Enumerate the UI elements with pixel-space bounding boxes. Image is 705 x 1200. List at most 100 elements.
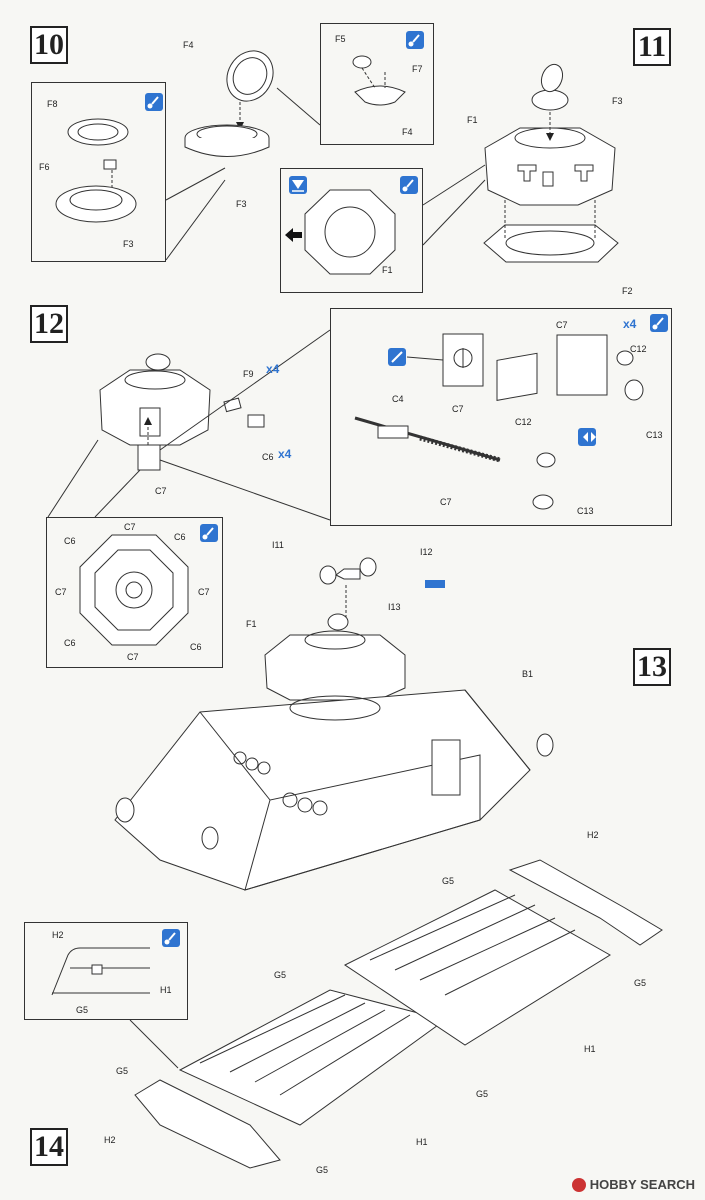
detail-h2-h1-sketch xyxy=(51,947,150,996)
octagon-interior xyxy=(304,189,396,275)
hatch-detail-parts xyxy=(352,55,406,106)
step-number-10: 10 xyxy=(30,26,68,64)
part-label: C7 xyxy=(198,587,210,597)
turret-with-shields xyxy=(99,353,211,446)
part-label: G5 xyxy=(116,1066,128,1076)
arrow-left-icon xyxy=(285,228,302,242)
part-label: G5 xyxy=(634,978,646,988)
part-label: C6 xyxy=(64,536,76,546)
base-plate-f2 xyxy=(483,224,619,263)
part-label: F1 xyxy=(382,265,393,275)
fender-h1-right xyxy=(344,889,611,1046)
part-label: C7 xyxy=(55,587,67,597)
detail-box-step12-octagon xyxy=(46,517,223,668)
shield-plate-c7-right xyxy=(556,334,644,401)
part-label: G5 xyxy=(76,1005,88,1015)
part-label: C6 xyxy=(174,532,186,542)
part-label: F7 xyxy=(412,64,423,74)
octagon-topview xyxy=(79,534,189,646)
part-label: C7 xyxy=(124,522,136,532)
remove-icon xyxy=(289,176,307,194)
fender-h2-front xyxy=(134,1079,281,1169)
part-label: C7 xyxy=(127,652,139,662)
part-label: C12 xyxy=(515,417,532,427)
quantity-label: x4 xyxy=(278,447,292,461)
paint-icon xyxy=(388,348,406,366)
rotate-icon xyxy=(578,428,596,446)
part-label: I13 xyxy=(388,602,401,612)
part-f6 xyxy=(103,159,117,170)
shield-c7-below xyxy=(137,444,161,471)
hatch-ring-f3 xyxy=(184,124,270,157)
glue-icon xyxy=(406,31,424,49)
part-label: F4 xyxy=(402,127,413,137)
cupola-f1-step13 xyxy=(264,613,406,701)
part-label: B1 xyxy=(522,669,533,679)
periscope-i11-i13 xyxy=(319,557,377,585)
part-label: C13 xyxy=(577,506,594,516)
part-label: C4 xyxy=(392,394,404,404)
detail-box-step11-interior xyxy=(280,168,423,293)
part-label: F4 xyxy=(183,40,194,50)
watermark: HOBBY SEARCH xyxy=(571,1177,695,1192)
glue-icon xyxy=(200,524,218,542)
mg-mount-c7 xyxy=(496,352,538,401)
part-label: G5 xyxy=(442,876,454,886)
step-number-13: 13 xyxy=(633,648,671,686)
cupola-f1 xyxy=(484,127,616,206)
detail-box-step12-mg xyxy=(330,308,672,526)
detail-box-step14-detail xyxy=(24,922,188,1020)
mount-plate-c7-top xyxy=(442,333,484,387)
paint-code-icon xyxy=(425,580,445,588)
part-label: C6 xyxy=(64,638,76,648)
part-label: F1 xyxy=(467,115,478,125)
part-label: F3 xyxy=(123,239,134,249)
detail-box-step10-ring xyxy=(31,82,166,262)
hatch-lid-f4 xyxy=(226,50,274,102)
part-label: I12 xyxy=(420,547,433,557)
part-label: C12 xyxy=(630,344,647,354)
fender-h2-rear xyxy=(508,859,663,946)
part-label: G5 xyxy=(316,1165,328,1175)
logo-icon xyxy=(571,1177,586,1192)
glue-icon xyxy=(400,176,418,194)
part-label: F1 xyxy=(246,619,257,629)
fender-h1-left xyxy=(178,989,447,1126)
part-label: C6 xyxy=(190,642,202,652)
part-label: H1 xyxy=(416,1137,428,1147)
machine-gun-c4 xyxy=(354,416,501,463)
part-label: F3 xyxy=(612,96,623,106)
part-label: H2 xyxy=(104,1135,116,1145)
hull-b1 xyxy=(114,689,554,891)
part-label: F8 xyxy=(47,99,58,109)
part-label: F2 xyxy=(622,286,633,296)
shield-c12-mg xyxy=(532,452,556,510)
part-label: F5 xyxy=(335,34,346,44)
glue-icon xyxy=(162,929,180,947)
part-label: G5 xyxy=(274,970,286,980)
step-number-14: 14 xyxy=(30,1128,68,1166)
ring-f8 xyxy=(67,118,129,146)
vision-parts-f9 xyxy=(223,397,265,428)
hatch-on-cupola xyxy=(531,63,569,111)
part-label: F6 xyxy=(39,162,50,172)
part-label: C7 xyxy=(556,320,568,330)
part-label: H2 xyxy=(52,930,64,940)
part-label: F9 xyxy=(243,369,254,379)
step-number-11: 11 xyxy=(633,28,671,66)
part-label: G5 xyxy=(476,1089,488,1099)
part-label: F3 xyxy=(236,199,247,209)
glue-icon xyxy=(145,93,163,111)
part-label: C7 xyxy=(155,486,167,496)
quantity-label: x4 xyxy=(623,317,637,331)
quantity-label: x4 xyxy=(266,362,280,376)
part-label: H1 xyxy=(584,1044,596,1054)
step-number-12: 12 xyxy=(30,305,68,343)
part-label: C7 xyxy=(452,404,464,414)
watermark-text: HOBBY SEARCH xyxy=(589,1177,695,1192)
part-label: C6 xyxy=(262,452,274,462)
part-label: I11 xyxy=(272,540,284,550)
part-label: H2 xyxy=(587,830,599,840)
